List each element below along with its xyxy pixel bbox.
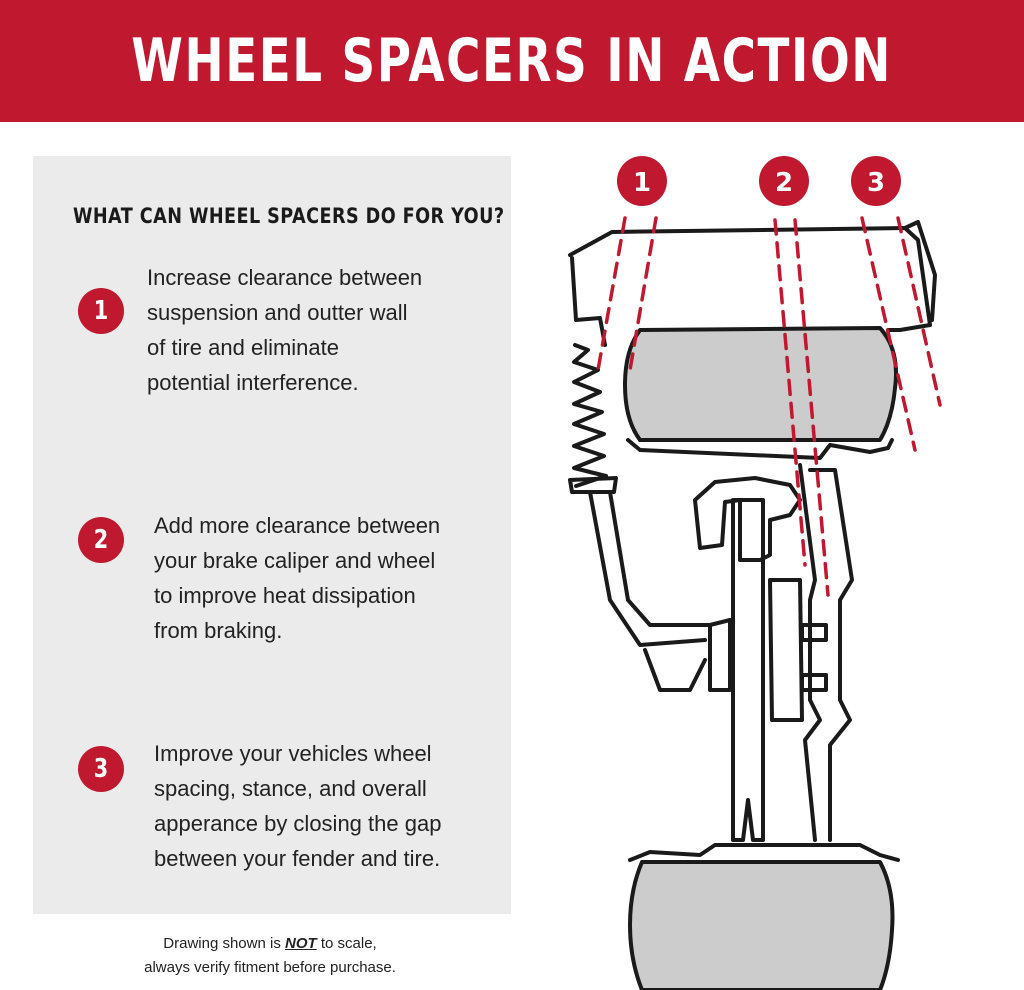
upper-tire (623, 326, 898, 442)
lower-tire (628, 860, 895, 990)
marker-2-label: 2 (775, 168, 793, 198)
marker-2: 2 (759, 156, 809, 206)
coil-spring (572, 343, 608, 488)
scale-disclaimer: Drawing shown is NOT to scale, always ve… (144, 935, 396, 976)
dashed-line-1b (628, 216, 658, 372)
dashed-line-1a (596, 216, 627, 372)
benefit-text-3: Improve your vehicles wheel spacing, sta… (154, 741, 442, 871)
control-arm (588, 490, 712, 647)
hub-flange (708, 618, 732, 692)
title-banner: WHEEL SPACERS IN ACTION (0, 0, 1024, 122)
marker-3-label: 3 (867, 168, 885, 198)
lug-studs (800, 623, 828, 692)
number-badge-3: 3 (78, 746, 124, 792)
number-badge-1: 1 (78, 288, 124, 334)
marker-1-label: 1 (633, 168, 651, 198)
benefits-panel: WHAT CAN WHEEL SPACERS DO FOR YOU? 1 Inc… (33, 156, 511, 914)
wheel-spacer (768, 578, 804, 722)
upper-wheel-lip (626, 438, 894, 460)
dashed-line-3b (896, 216, 942, 407)
brake-rotor (731, 498, 765, 842)
dashed-line-3a (860, 216, 917, 452)
suspension-diagram: 1 2 3 (568, 156, 942, 990)
ball-joint (643, 648, 707, 692)
dashed-line-2b (793, 218, 830, 597)
wheel-barrel (798, 463, 854, 842)
dashed-line-2a (773, 218, 807, 567)
marker-1: 1 (617, 156, 667, 206)
panel-heading: WHAT CAN WHEEL SPACERS DO FOR YOU? (73, 204, 505, 228)
fender-outline (568, 226, 932, 347)
number-badge-2: 2 (78, 517, 124, 563)
benefit-text-1: Increase clearance between suspension an… (147, 265, 423, 395)
brake-caliper (693, 476, 802, 562)
spring-seat (568, 476, 618, 494)
marker-3: 3 (851, 156, 901, 206)
page-title: WHEEL SPACERS IN ACTION (131, 26, 893, 96)
fender-lip (903, 220, 937, 322)
lower-wheel-lip (628, 843, 900, 862)
benefit-text-2: Add more clearance between your brake ca… (154, 513, 441, 643)
